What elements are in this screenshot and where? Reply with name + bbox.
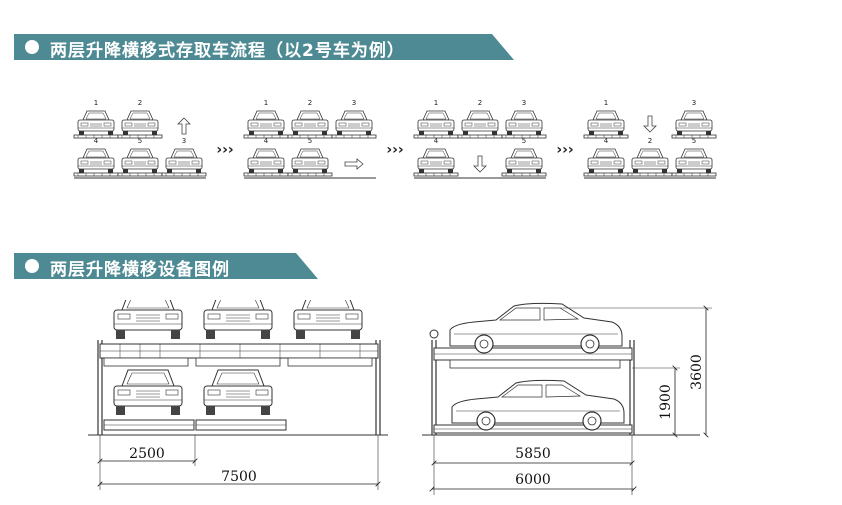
bullet-icon [25, 40, 39, 54]
car-icon [117, 148, 163, 177]
arrow-down-icon [473, 155, 487, 173]
car-number-label: 3 [182, 137, 186, 145]
section-title-equipment: 两层升降横移设备图例 [50, 260, 230, 280]
car-icon [457, 110, 503, 139]
dim-lower-height: 1900 [658, 384, 674, 420]
dim-total-height: 3600 [689, 354, 705, 390]
car-icon [583, 110, 629, 139]
car-number-label: 3 [352, 99, 356, 107]
section-title-flow: 两层升降横移式存取车流程（以2号车为例） [50, 41, 405, 61]
side-elevation: 5850 6000 1900 3600 [422, 302, 712, 495]
car-number-label: 5 [522, 137, 526, 145]
car-number-label: 3 [522, 99, 526, 107]
flow-step: 1 2 3 4 5 [243, 99, 377, 179]
bullet-icon [25, 259, 39, 273]
car-number-label: 4 [264, 137, 269, 145]
car-icon [671, 148, 717, 177]
car-icon [501, 110, 547, 139]
car-icon [331, 110, 377, 139]
car-icon [287, 110, 333, 139]
parking-flow-diagram: 1 2 4 5 3 ››› 1 2 3 4 5 ››› 1 2 3 4 5 ››› 1 3 4 2 5 [73, 99, 717, 179]
car-icon [501, 148, 547, 177]
car-icon [287, 148, 333, 177]
car-icon [583, 148, 629, 177]
car-number-label: 1 [604, 99, 608, 107]
dim-bay-width: 2500 [129, 446, 165, 462]
flow-step: 1 3 4 2 5 [583, 99, 717, 179]
car-number-label: 1 [264, 99, 268, 107]
flow-step: 1 2 4 5 3 [73, 99, 207, 179]
car-number-label: 1 [94, 99, 98, 107]
car-number-label: 4 [604, 137, 609, 145]
car-number-label: 5 [138, 137, 142, 145]
car-number-label: 5 [692, 137, 696, 145]
car-number-label: 4 [94, 137, 99, 145]
step-separator-icon: ››› [386, 142, 403, 158]
dim-outer-length: 6000 [515, 472, 551, 488]
car-icon [671, 110, 717, 139]
car-number-label: 4 [434, 137, 439, 145]
car-icon [627, 148, 673, 177]
arrow-right-icon [344, 158, 364, 170]
arrow-up-icon [177, 117, 191, 135]
dim-inner-length: 5850 [515, 446, 551, 462]
equipment-drawings: 2500 7500 5850 6000 1900 3600 [88, 300, 712, 495]
car-number-label: 1 [434, 99, 438, 107]
car-icon [117, 110, 163, 139]
car-number-label: 3 [692, 99, 696, 107]
car-number-label: 5 [308, 137, 312, 145]
car-number-label: 2 [308, 99, 312, 107]
front-elevation: 2500 7500 [88, 300, 388, 490]
car-icon [73, 148, 119, 177]
flow-step: 1 2 3 4 5 [413, 99, 547, 179]
car-icon [413, 148, 459, 177]
car-number-label: 2 [478, 99, 482, 107]
car-icon [161, 148, 207, 177]
arrow-down-icon [643, 115, 657, 133]
car-number-label: 2 [648, 137, 652, 145]
step-separator-icon: ››› [216, 142, 233, 158]
car-icon [243, 110, 289, 139]
car-icon [413, 110, 459, 139]
car-icon [243, 148, 289, 177]
car-icon [73, 110, 119, 139]
car-number-label: 2 [138, 99, 142, 107]
dim-total-width: 7500 [221, 469, 257, 485]
step-separator-icon: ››› [556, 142, 573, 158]
